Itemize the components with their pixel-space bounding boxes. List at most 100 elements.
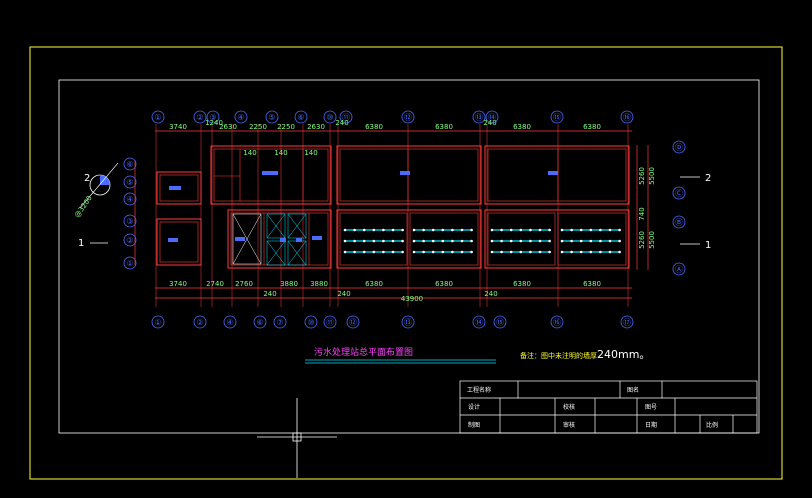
- svg-text:⑦: ⑦: [276, 318, 283, 327]
- tank-bottom-a: [336, 209, 482, 269]
- tank-top-b: [484, 145, 630, 205]
- aerator-dot: [353, 250, 356, 254]
- aerator-dot: [391, 250, 395, 254]
- top-dimension: 6380: [435, 123, 453, 131]
- top-axis-bubble: ⑩: [323, 110, 337, 124]
- bottom-axis-bubble: ⑦: [273, 315, 287, 329]
- right-dimension: 5260: [638, 231, 646, 249]
- top-axis-bubble: ④: [234, 110, 248, 124]
- aerator-dot: [490, 228, 494, 232]
- svg-text:图名: 图名: [627, 386, 639, 394]
- aerator-dot: [560, 228, 564, 232]
- aerator-dot: [529, 228, 532, 232]
- aerator-dot: [343, 228, 347, 232]
- top-dimension: 1240: [205, 119, 223, 127]
- aerator-dot: [599, 239, 602, 243]
- aerator-dot: [343, 239, 347, 243]
- aerator-dot: [460, 250, 464, 254]
- svg-text:⑤: ⑤: [268, 113, 275, 122]
- aerator-dot: [519, 228, 523, 232]
- aerator-dot: [560, 239, 564, 243]
- aerator-dot: [548, 228, 551, 232]
- svg-text:比例: 比例: [706, 421, 718, 429]
- bottom-dimension: 2740: [206, 280, 224, 288]
- section-mark-2-left: 2: [84, 173, 90, 184]
- bottom-axis-bubble: ⑯: [550, 315, 564, 329]
- bottom-axis-bubble: ⑫: [346, 315, 360, 329]
- cad-crosshair-cursor[interactable]: [257, 398, 337, 478]
- top-dimension: 240: [335, 119, 348, 127]
- aerator-dot: [560, 250, 564, 254]
- top-axis-bubble: ②: [193, 110, 207, 124]
- aerator-dot: [509, 228, 513, 232]
- top-dimension: 240: [483, 119, 496, 127]
- bottom-axis-bubble: ④: [223, 315, 237, 329]
- svg-text:⑫: ⑫: [349, 318, 357, 327]
- svg-text:⑮: ⑮: [553, 113, 561, 122]
- aerator-dot: [500, 239, 503, 243]
- inner-dimension: 140: [304, 149, 317, 157]
- bottom-axis-bubble: ⑭: [472, 315, 486, 329]
- left-axis-bubble: ⑤: [123, 175, 137, 189]
- right-dimension: 5500: [648, 167, 656, 185]
- svg-text:Ⓓ: Ⓓ: [675, 143, 683, 152]
- svg-text:⑭: ⑭: [475, 318, 483, 327]
- svg-text:工程名称: 工程名称: [467, 386, 491, 394]
- top-dimension-line: [134, 130, 649, 299]
- aerator-dot: [538, 239, 542, 243]
- aerator-dot: [451, 228, 454, 232]
- overall-dimension: 43900: [401, 295, 423, 303]
- aerator-dot: [529, 239, 532, 243]
- svg-text:①: ①: [126, 259, 133, 268]
- right-axis-bubble: Ⓐ: [672, 262, 686, 276]
- aerator-dot: [548, 239, 551, 243]
- aerator-dot: [451, 239, 454, 243]
- aerator-dot: [618, 250, 621, 254]
- section-mark-1-left: 1: [78, 238, 84, 249]
- svg-text:Ⓑ: Ⓑ: [675, 218, 683, 227]
- svg-text:③: ③: [209, 113, 216, 122]
- svg-text:⑬: ⑬: [404, 318, 412, 327]
- bottom-dimension: 240: [263, 290, 276, 298]
- top-axis-bubble: ③: [206, 110, 220, 124]
- axis-grid-verticals: [155, 124, 629, 307]
- aerator-dot: [362, 228, 366, 232]
- aerator-dot: [500, 250, 503, 254]
- svg-text:①: ①: [154, 318, 161, 327]
- svg-text:⑪: ⑪: [342, 113, 350, 122]
- svg-text:④: ④: [126, 195, 133, 204]
- top-axis-bubble: ⑥: [294, 110, 308, 124]
- svg-text:日期: 日期: [645, 421, 657, 429]
- inner-dimension: 140: [243, 149, 256, 157]
- svg-text:④: ④: [226, 318, 233, 327]
- aerator-dot: [431, 250, 435, 254]
- section-symbol-text: @3200: [73, 194, 94, 219]
- left-axis-bubble: ②: [123, 233, 137, 247]
- aerator-dot: [608, 239, 612, 243]
- aerator-dot: [372, 239, 376, 243]
- bottom-dimension: 6380: [583, 280, 601, 288]
- svg-text:④: ④: [237, 113, 244, 122]
- left-axis-bubble: ①: [123, 256, 137, 270]
- section-mark-2-right: 2: [705, 173, 711, 184]
- right-dimension: 740: [638, 207, 646, 220]
- aerator-dot: [401, 239, 404, 243]
- bottom-axis-bubble: ⑥: [253, 315, 267, 329]
- aerator-dot: [570, 239, 573, 243]
- right-dimension: 5500: [648, 231, 656, 249]
- aerator-dot: [589, 239, 593, 243]
- aerator-dot: [470, 239, 473, 243]
- aerator-dot: [343, 250, 347, 254]
- aerator-dot: [579, 239, 583, 243]
- aerator-dot: [470, 228, 473, 232]
- top-dimension: 3740: [169, 123, 187, 131]
- inner-dimension: 140: [274, 149, 287, 157]
- building-bottom-mid: [227, 209, 332, 269]
- aerator-dot: [431, 228, 435, 232]
- aerator-dot: [391, 228, 395, 232]
- svg-text:⑭: ⑭: [488, 113, 496, 122]
